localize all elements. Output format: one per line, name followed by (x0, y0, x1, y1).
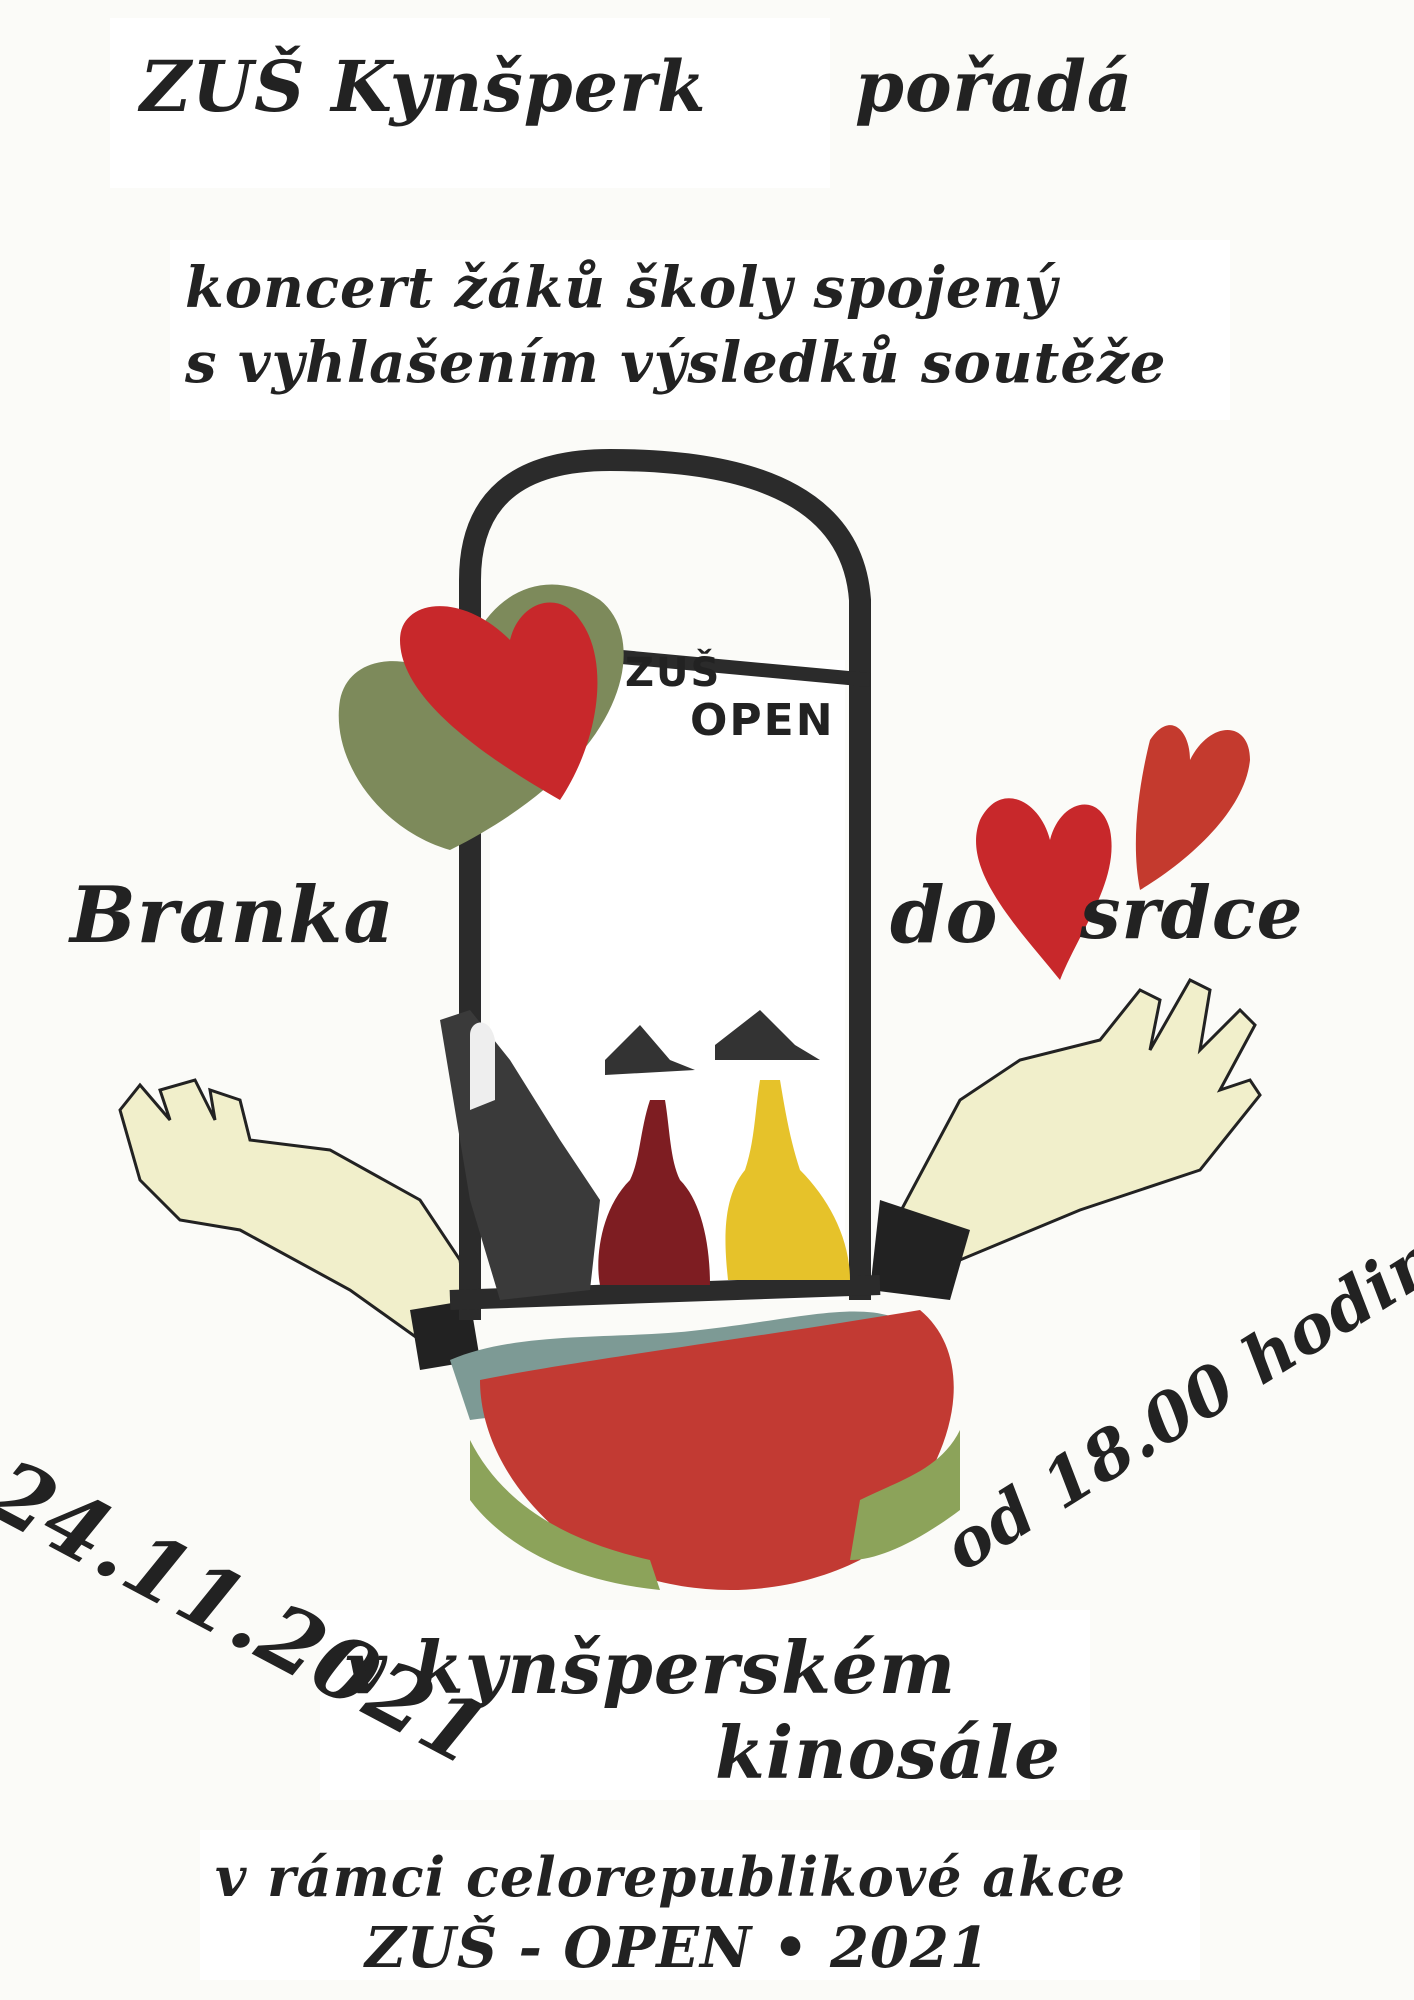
red-heart-right-1 (976, 798, 1112, 980)
green-skirt-right (850, 1430, 960, 1560)
event-title-left: Branka (70, 870, 395, 961)
header-panel (110, 18, 830, 188)
subtitle-panel (170, 240, 1230, 420)
subtitle-line-1: koncert žáků školy spojený (185, 255, 1058, 321)
subtitle-line-2: s vyhlašením výsledků soutěže (185, 330, 1167, 396)
event-title-srdce: srdce (1080, 870, 1304, 955)
green-skirt-edge (470, 1440, 660, 1590)
maroon-figure-hat (605, 1025, 695, 1075)
footer-line-2: ZUŠ - OPEN • 2021 (365, 1915, 990, 1981)
logo-line-1: ZUŠ (625, 650, 722, 696)
arch-top-bar (599, 648, 871, 687)
yellow-figure-hat (715, 1010, 820, 1060)
event-title-do: do (890, 870, 999, 961)
right-arm (877, 978, 1262, 1262)
footer-line-1: v rámci celorepublikové akce (215, 1845, 1126, 1909)
organizer-verb: pořadá (855, 45, 1134, 128)
organizer-title: ZUŠ Kynšperk (140, 45, 707, 128)
maroon-figure (598, 1100, 710, 1285)
red-heart-right-2 (1135, 725, 1250, 890)
venue-line-1: v kynšperském (345, 1625, 957, 1710)
red-heart-left (400, 602, 598, 800)
right-sleeve (870, 1200, 970, 1300)
venue-panel (320, 1610, 1090, 1800)
red-skirt (480, 1310, 954, 1590)
footer-panel (200, 1830, 1200, 1980)
yellow-figure (725, 1080, 850, 1280)
dark-figure-face (470, 1022, 495, 1110)
left-arm (118, 1078, 472, 1342)
venue-line-2: kinosále (715, 1710, 1061, 1795)
arch-frame (459, 448, 871, 1320)
logo-line-2: OPEN (690, 695, 835, 746)
